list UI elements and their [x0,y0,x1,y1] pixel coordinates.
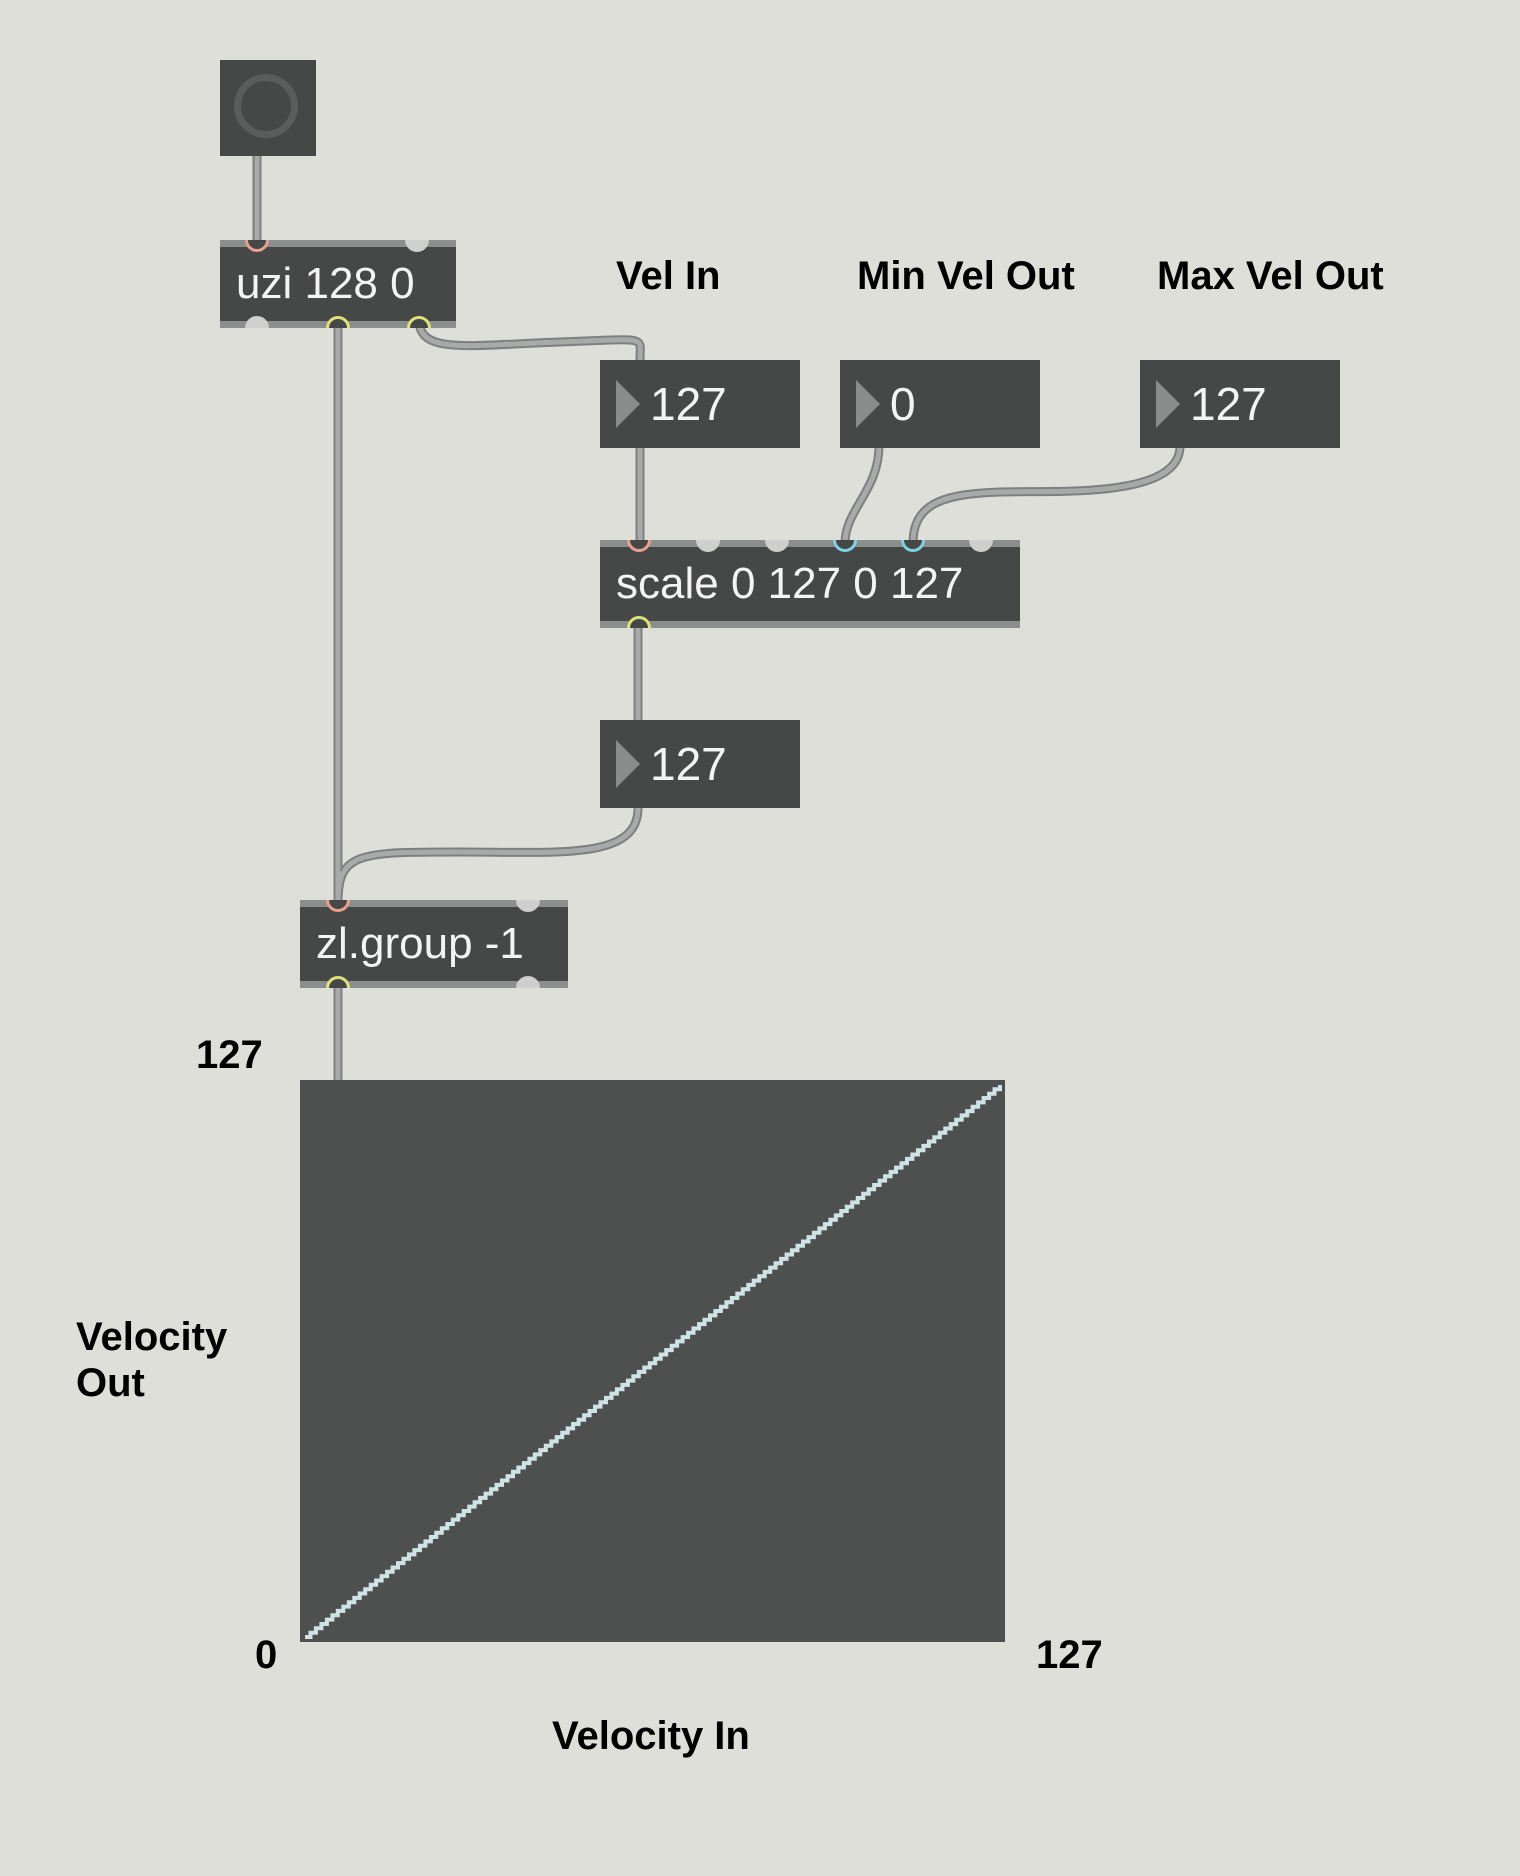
cord-max-to-scale [908,441,1185,548]
scale-inlet-2[interactable] [696,540,720,552]
uzi-outlet-1[interactable] [245,316,269,328]
y-min-label: 0 [255,1633,278,1677]
uzi-object[interactable]: uzi 128 0 [220,240,456,328]
scale-inlet-1[interactable] [627,540,651,552]
triangle-right-icon [856,380,880,428]
scaled-output-number[interactable]: 127 [600,720,800,808]
triangle-right-icon [1156,380,1180,428]
uzi-inlet-right[interactable] [405,240,429,252]
uzi-inlet-left[interactable] [245,240,269,252]
scale-inlet-6[interactable] [969,540,993,552]
scale-object[interactable]: scale 0 127 0 127 [600,540,1020,628]
scale-text: scale 0 127 0 127 [616,559,964,608]
transfer-curve-line [305,1085,1002,1639]
zl-group-text: zl.group -1 [316,919,524,968]
zl-group-outlet-right[interactable] [516,976,540,988]
zl-group-inlet-right[interactable] [516,900,540,912]
y-title-line2: Out [76,1361,145,1405]
max-vel-out-number[interactable]: 127 [1140,360,1340,448]
uzi-outlet-3[interactable] [407,316,431,328]
y-max-label: 127 [196,1033,263,1077]
uzi-outlet-2[interactable] [326,316,350,328]
velocity-plot[interactable] [300,1080,1005,1642]
vel-in-value: 127 [650,378,727,430]
max-vel-out-value: 127 [1190,378,1267,430]
x-max-label: 127 [1036,1633,1103,1677]
scale-inlet-4[interactable] [833,540,857,552]
zl-group-inlet-left[interactable] [326,900,350,912]
min-vel-out-number[interactable]: 0 [840,360,1040,448]
scale-outlet[interactable] [627,616,651,628]
y-title-line1: Velocity [76,1315,228,1359]
bang-button[interactable] [220,60,316,156]
plot-marks [305,1085,1002,1639]
scaled-output-value: 127 [650,738,727,790]
max-vel-out-label: Max Vel Out [1157,254,1384,298]
vel-in-label: Vel In [616,254,721,298]
scale-inlet-5[interactable] [901,540,925,552]
vel-in-number[interactable]: 127 [600,360,800,448]
zl-group-outlet-left[interactable] [326,976,350,988]
zl-group-object[interactable]: zl.group -1 [300,900,568,988]
triangle-right-icon [616,380,640,428]
uzi-text: uzi 128 0 [236,259,415,308]
triangle-right-icon [616,740,640,788]
min-vel-out-label: Min Vel Out [857,254,1075,298]
scale-inlet-3[interactable] [765,540,789,552]
x-title: Velocity In [552,1714,750,1758]
bang-circle-icon [234,74,298,138]
min-vel-out-value: 0 [890,378,916,430]
